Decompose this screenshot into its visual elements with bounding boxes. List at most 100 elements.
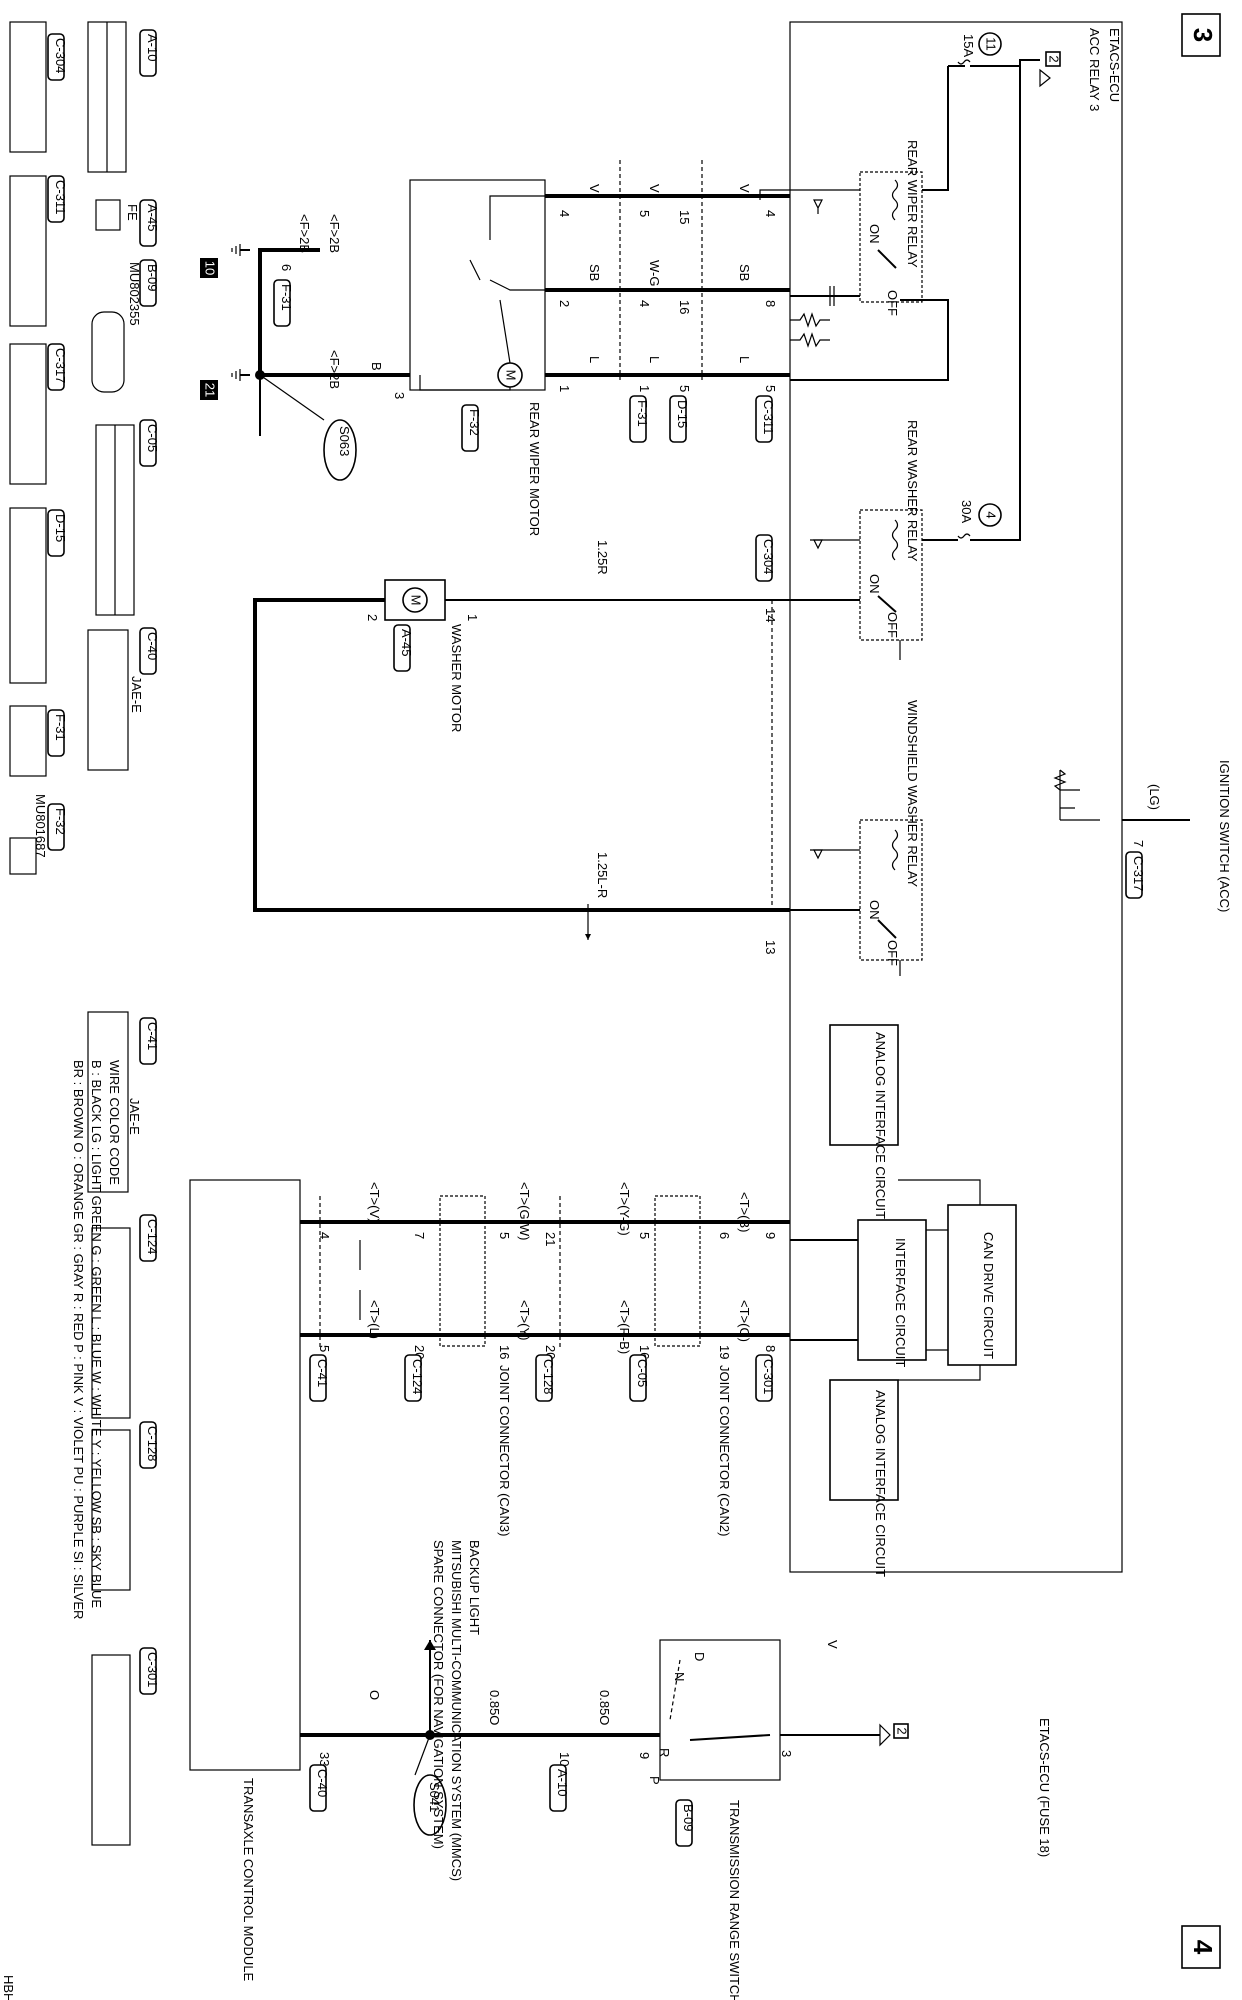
wire-color-code-title: WIRE COLOR CODE <box>107 1060 122 1185</box>
can-drive-circuit-label: CAN DRIVE CIRCUIT <box>981 1232 996 1359</box>
connector-face-label: C-304 <box>53 38 68 73</box>
connector-face-label: C-317 <box>53 348 68 383</box>
range-r: R <box>657 1748 672 1757</box>
pin-14: 14 <box>763 608 778 622</box>
etacs-ecu-title: ETACS-ECU <box>1107 28 1122 102</box>
wire-label: L <box>737 356 752 363</box>
wiper-row3: 4 2 1 V SB L <box>557 184 602 392</box>
ignition-connector-tag <box>1125 851 1143 899</box>
connector-f32: F-32 <box>467 409 482 436</box>
connector-face-label: C-40 <box>145 632 160 660</box>
ground-label: <F>2B <box>327 350 342 389</box>
joint-connector-can2-label: JOINT CONNECTOR (CAN2) <box>717 1365 732 1536</box>
wire-label: <T>(Y) <box>517 1300 532 1340</box>
note-spare-connector: SPARE CONNECTOR (FOR NAVIGATION SYSTEM) <box>431 1540 446 1849</box>
wire-label: O <box>367 1690 382 1700</box>
transaxle-control-module-box <box>189 1179 301 1771</box>
wire-label: SB <box>737 264 752 281</box>
connector-c40: C-40 <box>315 1769 330 1797</box>
fuse-11-number: 11 <box>984 37 999 51</box>
wire-label: V <box>825 1640 840 1649</box>
connector-c05: C-05 <box>635 1359 650 1387</box>
connector-face-label: C-128 <box>145 1426 160 1461</box>
fuse-4-number: 4 <box>984 511 999 518</box>
pin: 33 <box>317 1752 332 1766</box>
ground-label: <F>2B <box>297 214 312 253</box>
pin: 4 <box>557 210 572 217</box>
wire-label: W-G <box>647 260 662 286</box>
rear-wiper-motor: M REAR WIPER MOTOR F-32 3 <box>392 179 546 536</box>
trans-source-code: 2 <box>895 1727 910 1734</box>
connector-face-note: JAE-E <box>129 676 144 713</box>
connector-face-c40: C-40 JAE-E <box>87 627 160 771</box>
etacs-ecu-box <box>789 21 1123 1573</box>
connector-face-a45: A-45 FE <box>95 199 160 247</box>
connector-face-c301: C-301 <box>91 1647 160 1846</box>
analog-interface-circuit-1: ANALOG INTERFACE CIRCUIT <box>829 1024 899 1219</box>
pin: 1 <box>557 385 572 392</box>
ground-label: <F>2B <box>327 214 342 253</box>
fuse-11-circle <box>978 32 1002 56</box>
joint-connector-can2 <box>654 1195 701 1347</box>
connector-face-f32: F-32 MU801687 <box>9 794 68 875</box>
ground-icon <box>813 849 823 860</box>
pin: 5 <box>763 385 778 392</box>
pin: 8 <box>763 1345 778 1352</box>
pin: 15 <box>677 210 692 224</box>
connector-tag <box>755 395 773 443</box>
ignition-pin: 7 <box>1131 840 1146 847</box>
connector-face-c317: C-317 <box>9 343 68 485</box>
connector-face-note: MU801687 <box>33 794 48 858</box>
wire-color-code-line1: B : BLACK LG : LIGHT GREEN G : GREEN L :… <box>89 1060 104 1608</box>
ground-icon <box>813 199 823 214</box>
acc-relay-label: ACC RELAY 3 <box>1087 28 1102 111</box>
splice-s041: S041 <box>427 1782 442 1812</box>
washer-motor-label: WASHER MOTOR <box>449 624 464 732</box>
wire-label: <T>(B) <box>737 1192 752 1232</box>
connector-face-label: C-301 <box>145 1652 160 1687</box>
pin: 6 <box>279 264 294 271</box>
wire-label: V <box>647 184 662 193</box>
page-number-top: 3 <box>1181 13 1221 57</box>
connector-face-c311: C-311 <box>9 175 68 327</box>
diagram-code: HBH13M02BC <box>1 1975 16 2000</box>
wire-label: 0.85O <box>597 1690 612 1725</box>
rear-washer-relay: REAR WASHER RELAY ON OFF <box>859 420 923 641</box>
fuse-11-amp: 15A <box>961 34 976 57</box>
connector-a10: A-10 <box>555 1769 570 1796</box>
capacitor-resistor-group-1 <box>790 286 835 348</box>
trans-source-label: ETACS-ECU (FUSE 18) <box>1037 1718 1052 1857</box>
pin: 5 <box>497 1232 512 1239</box>
pin: 7 <box>412 1232 427 1239</box>
wiper-row1-pins: 4 8 5 C-311 <box>755 210 778 443</box>
wire-label: <T>(L) <box>367 1300 382 1339</box>
wire-label: B <box>369 362 384 371</box>
range-d: D <box>692 1652 707 1661</box>
rear-washer-relay-on: ON <box>867 574 882 594</box>
rear-washer-relay-label: REAR WASHER RELAY <box>905 420 920 562</box>
connector-d15: D-15 <box>675 400 690 428</box>
connector-c304: C-304 <box>761 539 776 574</box>
pin: 4 <box>637 300 652 307</box>
acc-relay-code: 2 <box>1047 55 1062 62</box>
connector-face-c05: C-05 <box>95 419 160 616</box>
connector-a45: A-45 <box>399 629 414 656</box>
wire-label: SB <box>587 264 602 281</box>
connector-face-c124: C-124 <box>91 1214 160 1419</box>
trans-switch-label: TRANSMISSION RANGE SWITCH <box>727 1800 742 2000</box>
acc-relay-code-box <box>1045 51 1061 67</box>
wire-label: <T>(R-B) <box>617 1300 632 1354</box>
wire-label: L <box>647 356 662 363</box>
wiper-row2: 15 16 5 D-15 V W-G L 5 4 1 F-31 <box>629 184 692 443</box>
connector-face-label: F-31 <box>53 714 68 741</box>
pin: 9 <box>763 1232 778 1239</box>
connector-c311: C-311 <box>761 400 776 434</box>
connector-face-label: C-124 <box>145 1219 160 1254</box>
can-drive-circuit: CAN DRIVE CIRCUIT <box>947 1204 1017 1366</box>
rear-wiper-relay-label: REAR WIPER RELAY <box>905 140 920 268</box>
connector-face-c128: C-128 <box>91 1421 160 1591</box>
washer-motor: M 1 2 WASHER MOTOR A-45 <box>365 579 480 732</box>
interface-circuit: INTERFACE CIRCUIT <box>857 1219 927 1367</box>
wire-color-code-line2: BR : BROWN O : ORANGE GR : GRAY R : RED … <box>71 1060 86 1619</box>
